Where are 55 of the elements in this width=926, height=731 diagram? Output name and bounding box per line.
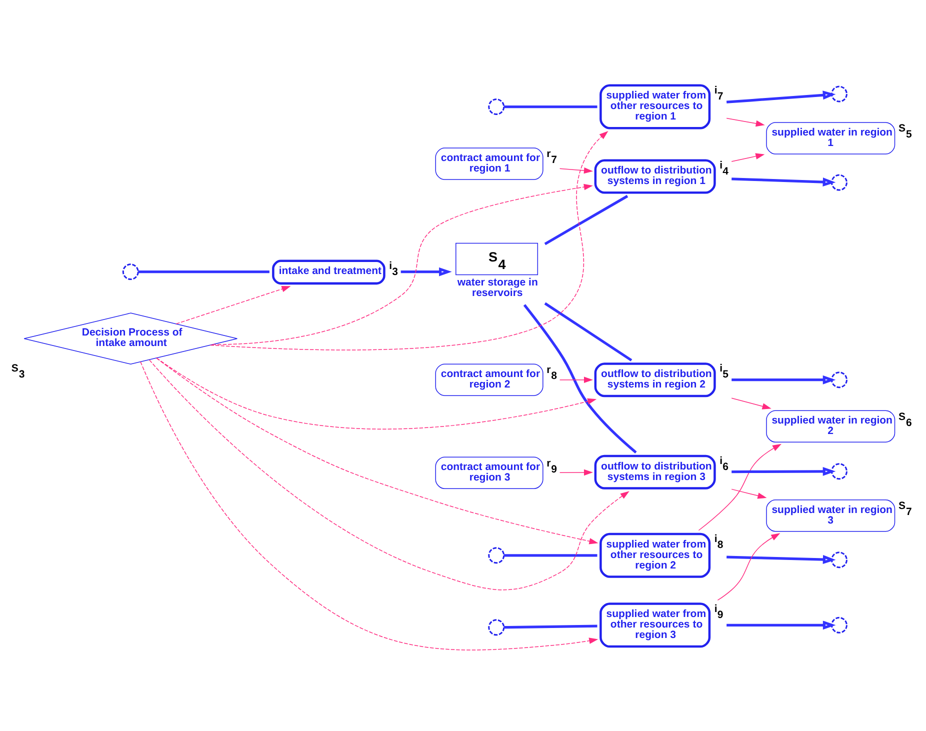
node-box: supplied water from other resources to region 1 xyxy=(600,84,711,129)
node-box: contract amount for region 3 xyxy=(435,456,544,488)
connector xyxy=(544,302,632,361)
arrow xyxy=(726,554,836,564)
node-cloud xyxy=(488,98,505,114)
node-box: supplied water in region 2 xyxy=(766,410,896,442)
node-box: intake and treatment xyxy=(272,259,386,284)
arrow xyxy=(176,285,291,324)
arrow xyxy=(726,117,765,126)
connector xyxy=(138,270,270,273)
node-box: supplied water in region 1 xyxy=(766,122,896,154)
node-box: outflow to distribution systems in region 2 xyxy=(594,362,716,397)
node-cloud xyxy=(830,616,848,633)
arrow xyxy=(698,443,782,530)
node-box: supplied water in region 3 xyxy=(766,499,896,532)
node-cloud xyxy=(488,546,505,564)
arrow xyxy=(726,90,836,103)
node-box: contract amount for region 2 xyxy=(435,363,544,396)
node-box: outflow to distribution systems in region 3 xyxy=(594,454,716,489)
node-cloud xyxy=(488,618,505,636)
arrow xyxy=(732,374,836,384)
connector xyxy=(504,624,598,628)
connector xyxy=(523,304,637,453)
arrow xyxy=(156,357,598,544)
arrow xyxy=(731,488,767,498)
arrow xyxy=(559,468,593,476)
node-cloud xyxy=(830,174,848,190)
node-box: outflow to distribution systems in region 1 xyxy=(594,158,716,194)
node-diamond: Decision Process of intake amount xyxy=(24,312,238,364)
arrow xyxy=(732,177,836,186)
arrow xyxy=(559,376,593,382)
arrow xyxy=(731,152,765,162)
arrow xyxy=(731,397,772,409)
arrow xyxy=(400,266,452,276)
node-cloud xyxy=(830,462,848,480)
connector xyxy=(544,194,628,245)
node-cloud xyxy=(122,263,139,280)
node-box: supplied water from other resources to region 3 xyxy=(600,602,711,648)
connector xyxy=(504,104,598,108)
node-cloud xyxy=(830,371,848,388)
arrow xyxy=(140,360,598,650)
arrow xyxy=(210,130,608,350)
arrow xyxy=(156,357,597,429)
arrow xyxy=(149,359,630,590)
arrow xyxy=(212,183,593,344)
arrow xyxy=(717,532,780,600)
arrow xyxy=(559,166,593,174)
node-box: contract amount for region 1 xyxy=(435,147,544,180)
node-cloud xyxy=(830,85,848,102)
arrow xyxy=(726,620,836,630)
node-cloud xyxy=(830,551,848,568)
arrow xyxy=(732,466,836,476)
node-box: supplied water from other resources to region 2 xyxy=(600,532,711,578)
connector xyxy=(504,554,598,556)
node-label: water storage in reservoirs xyxy=(457,276,538,298)
